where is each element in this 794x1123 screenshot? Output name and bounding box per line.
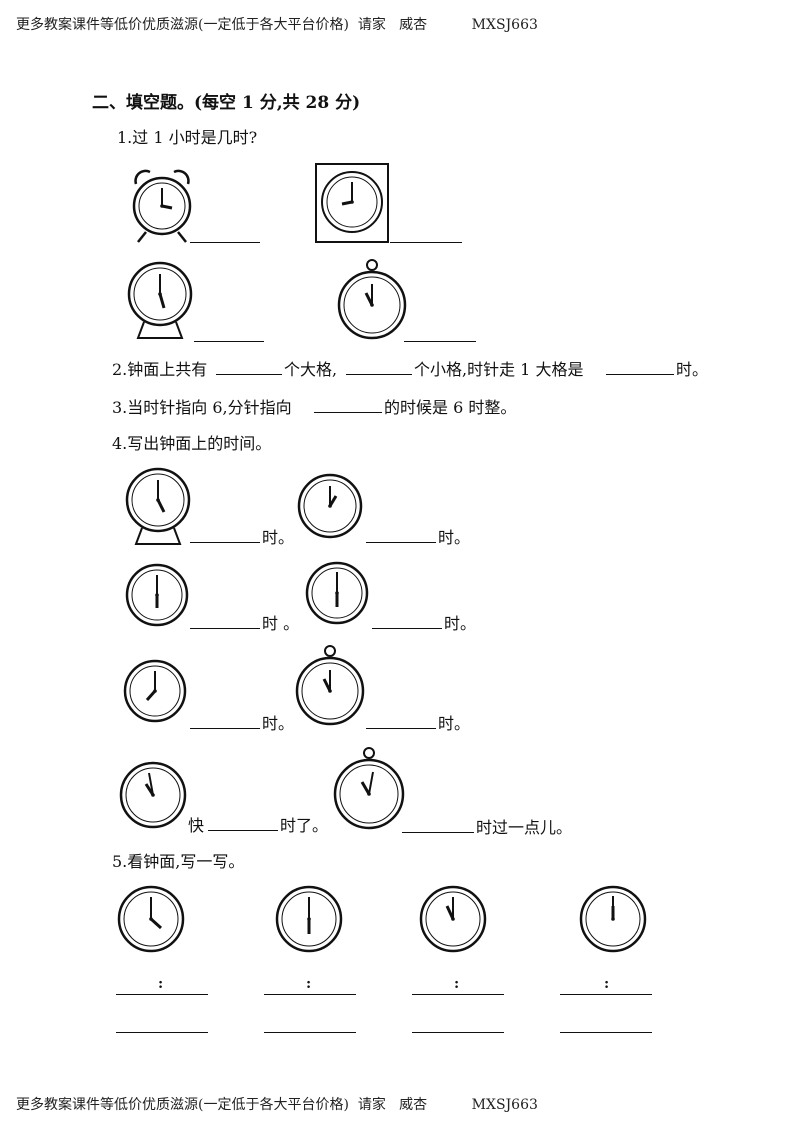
answer-blank[interactable] — [412, 1032, 504, 1033]
guo-end: 时过一点儿。 — [476, 818, 573, 837]
q1-prompt: 1.过 1 小时是几时? — [117, 128, 258, 147]
answer-blank[interactable] — [190, 542, 260, 543]
answer-blank[interactable] — [372, 628, 442, 629]
answer-blank[interactable] — [190, 728, 260, 729]
answer-blank[interactable] — [606, 374, 674, 375]
pocket-watch-icon — [333, 747, 405, 830]
time-colon: : — [306, 976, 312, 992]
clock-icon — [297, 473, 363, 539]
answer-blank[interactable] — [264, 994, 356, 995]
time-colon: : — [454, 976, 460, 992]
clock-icon — [123, 659, 187, 723]
section-title: 二、填空题。(每空 1 分,共 28 分) — [92, 93, 361, 113]
suffix-shi: 时。 — [444, 614, 477, 633]
stand-clock-icon — [127, 261, 193, 339]
answer-blank[interactable] — [190, 628, 260, 629]
answer-blank[interactable] — [366, 728, 436, 729]
q2-part3: 个小格,时针走 1 大格是 — [414, 360, 584, 379]
answer-blank[interactable] — [314, 412, 382, 413]
time-colon: : — [158, 976, 164, 992]
suffix-shi: 时。 — [262, 528, 295, 547]
answer-blank[interactable] — [264, 1032, 356, 1033]
time-colon: : — [604, 976, 610, 992]
q2-part1: 2.钟面上共有 — [112, 360, 208, 379]
kuai-end: 时了。 — [280, 816, 329, 835]
q5-prompt: 5.看钟面,写一写。 — [112, 852, 245, 871]
answer-blank[interactable] — [560, 1032, 652, 1033]
pocket-watch-icon — [295, 645, 365, 726]
answer-blank[interactable] — [216, 374, 282, 375]
page-footer: 更多教案课件等低价优质滋源(一定低于各大平台价格) 请家 威杏 MXSJ663 — [16, 1097, 538, 1113]
answer-blank[interactable] — [346, 374, 412, 375]
answer-blank[interactable] — [208, 830, 278, 831]
q2-part4: 时。 — [676, 360, 709, 379]
answer-blank[interactable] — [194, 341, 264, 342]
answer-blank[interactable] — [412, 994, 504, 995]
desk-clock-icon — [315, 163, 389, 243]
q4-prompt: 4.写出钟面上的时间。 — [112, 434, 272, 453]
answer-blank[interactable] — [116, 1032, 208, 1033]
answer-blank[interactable] — [116, 994, 208, 995]
suffix-shi: 时。 — [438, 528, 471, 547]
answer-blank[interactable] — [366, 542, 436, 543]
answer-blank[interactable] — [402, 832, 474, 833]
stand-clock-icon — [125, 467, 191, 545]
answer-blank[interactable] — [190, 242, 260, 243]
alarm-clock-icon — [132, 169, 192, 243]
suffix-shi: 时。 — [438, 714, 471, 733]
q2-part2: 个大格, — [284, 360, 338, 379]
clock-icon — [119, 761, 187, 829]
kuai-label: 快 — [188, 816, 205, 835]
suffix-shi: 时 。 — [262, 614, 300, 633]
clock-icon — [579, 885, 647, 953]
q3-part2: 的时候是 6 时整。 — [384, 398, 517, 417]
answer-blank[interactable] — [390, 242, 462, 243]
answer-blank[interactable] — [404, 341, 476, 342]
page-header: 更多教案课件等低价优质滋源(一定低于各大平台价格) 请家 威杏 MXSJ663 — [16, 17, 538, 33]
clock-icon — [419, 885, 487, 953]
clock-icon — [117, 885, 185, 953]
clock-icon — [125, 563, 189, 627]
q3-part1: 3.当时针指向 6,分针指向 — [112, 398, 292, 417]
pocket-watch-icon — [337, 259, 407, 340]
answer-blank[interactable] — [560, 994, 652, 995]
clock-icon — [275, 885, 343, 953]
clock-icon — [305, 561, 369, 625]
suffix-shi: 时。 — [262, 714, 295, 733]
